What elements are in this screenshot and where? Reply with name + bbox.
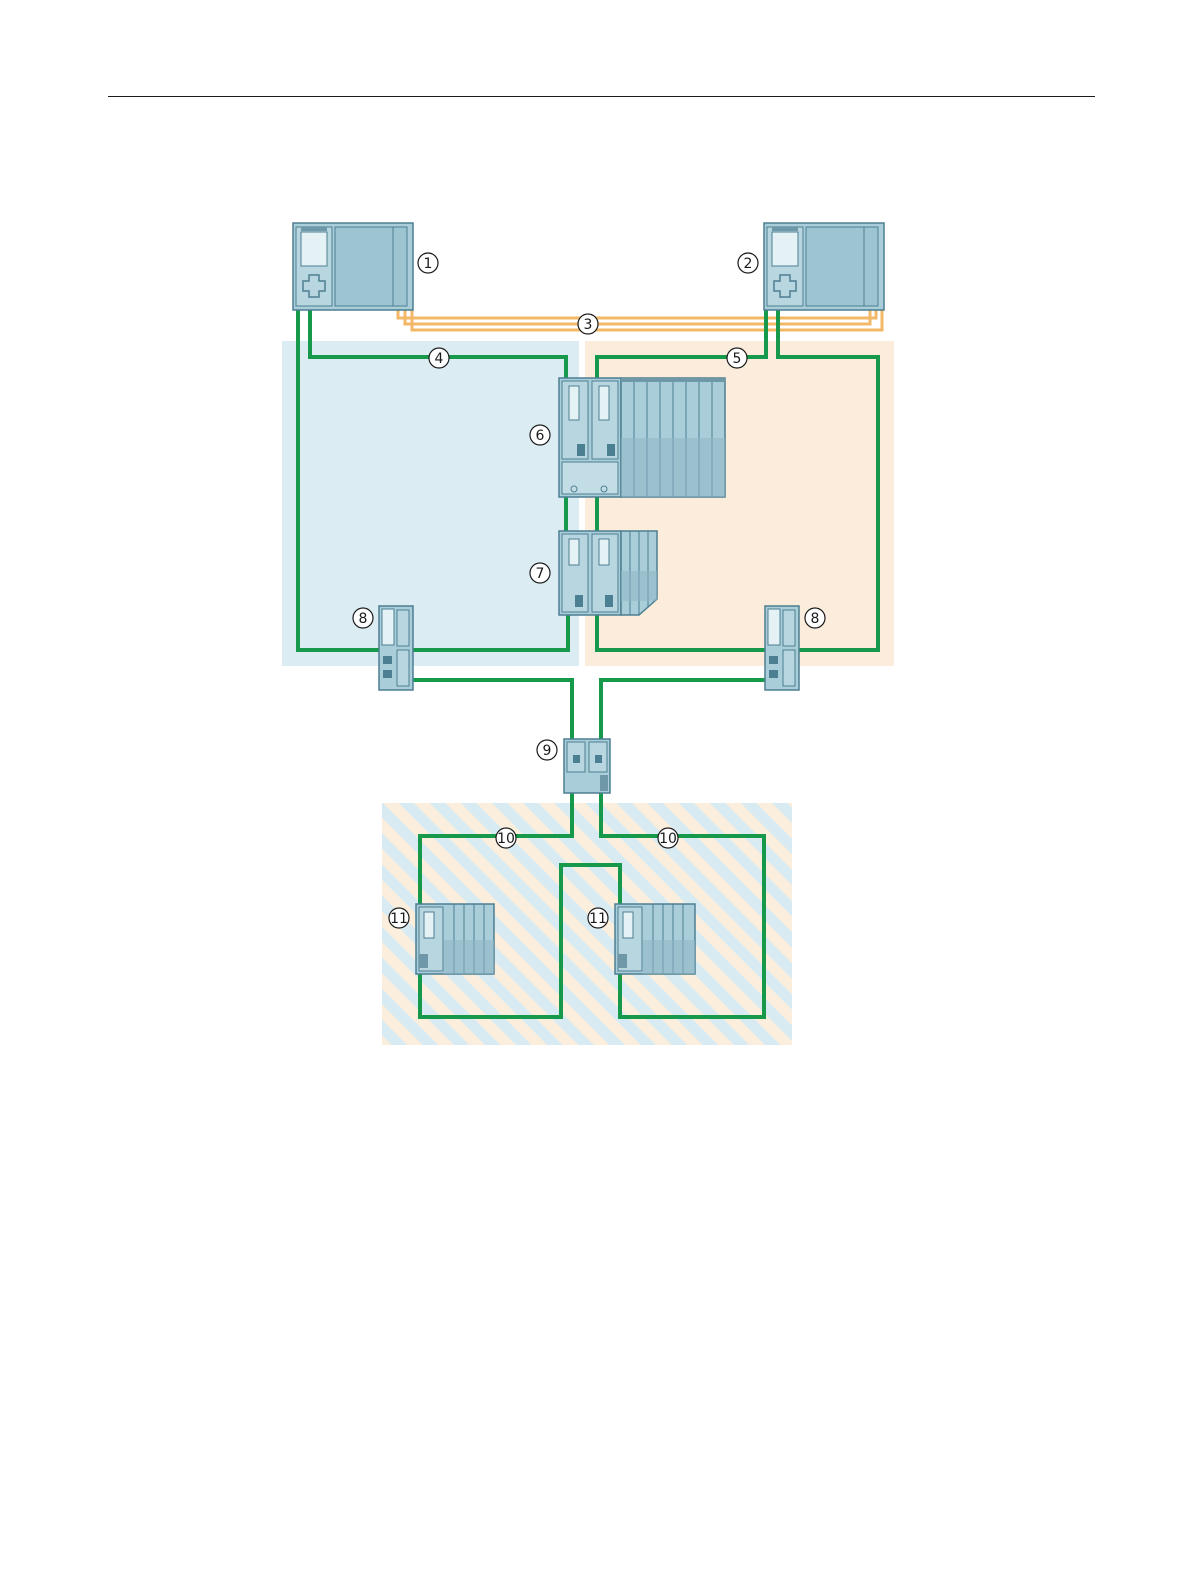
svg-text:11: 11 — [390, 911, 408, 927]
svg-text:7: 7 — [536, 566, 545, 582]
callout-5: 5 — [727, 348, 747, 368]
svg-text:4: 4 — [435, 351, 444, 367]
zone-blue-network-a — [282, 341, 579, 666]
callout-2: 2 — [738, 253, 758, 273]
callout-10-left: 10 — [496, 828, 516, 848]
coupler-9 — [564, 739, 610, 793]
io-station-11-right — [615, 904, 695, 974]
io-station-6 — [559, 378, 725, 497]
callout-11-right: 11 — [588, 908, 608, 928]
svg-text:8: 8 — [359, 611, 368, 627]
callout-8-right: 8 — [805, 608, 825, 628]
io-station-7 — [559, 531, 657, 615]
sync-cables — [398, 310, 882, 330]
svg-text:10: 10 — [497, 831, 515, 847]
callout-11-left: 11 — [389, 908, 409, 928]
svg-text:8: 8 — [811, 611, 820, 627]
switch-8-right — [765, 606, 799, 690]
callout-7: 7 — [530, 563, 550, 583]
svg-text:1: 1 — [424, 256, 433, 272]
svg-text:6: 6 — [536, 428, 545, 444]
callout-3: 3 — [578, 314, 598, 334]
callout-8-left: 8 — [353, 608, 373, 628]
callout-6: 6 — [530, 425, 550, 445]
svg-text:5: 5 — [733, 351, 742, 367]
callout-10-right: 10 — [658, 828, 678, 848]
svg-text:11: 11 — [589, 911, 607, 927]
cpu-1 — [293, 223, 413, 310]
cpu-2 — [764, 223, 884, 310]
callout-4: 4 — [429, 348, 449, 368]
svg-text:9: 9 — [543, 743, 552, 759]
callout-1: 1 — [418, 253, 438, 273]
io-station-11-left — [416, 904, 494, 974]
svg-text:3: 3 — [584, 317, 593, 333]
callout-9: 9 — [537, 740, 557, 760]
svg-text:2: 2 — [744, 256, 753, 272]
switch-8-left — [379, 606, 413, 690]
svg-text:10: 10 — [659, 831, 677, 847]
